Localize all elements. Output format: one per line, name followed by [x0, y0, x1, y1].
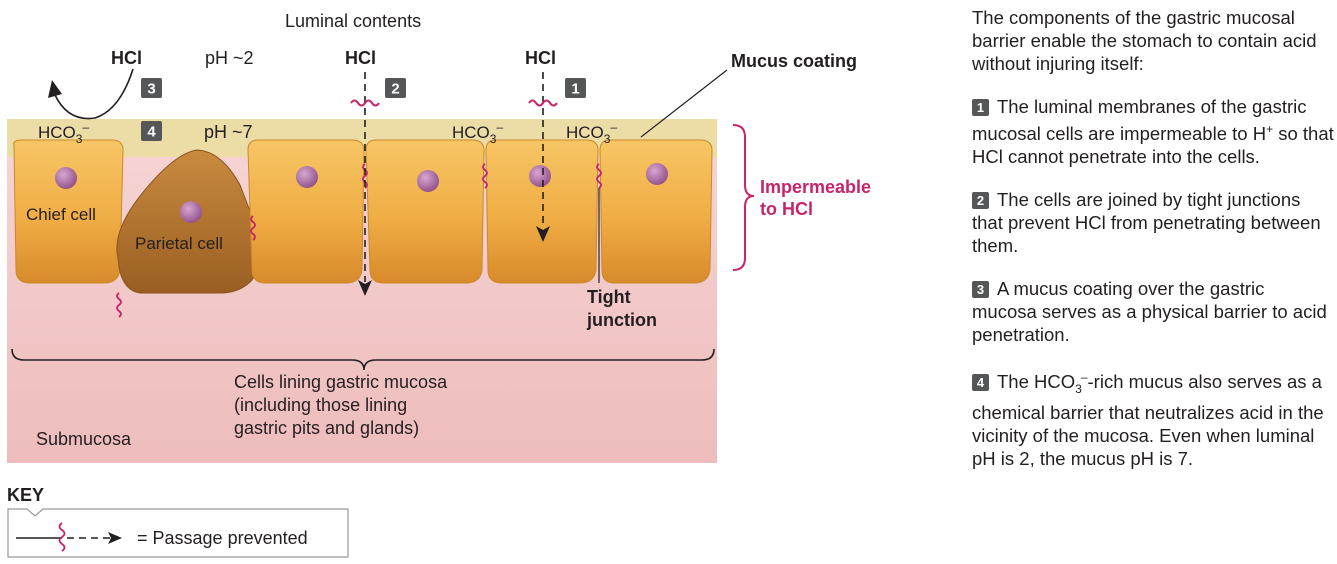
impermeable-brace: [732, 124, 755, 271]
cells-lining-label: Cells lining gastric mucosa: [234, 372, 448, 392]
svg-text:4: 4: [147, 124, 156, 141]
epithelial-cells: [13, 139, 713, 294]
svg-text:3: 3: [147, 81, 155, 98]
cell-shape-4: [365, 139, 485, 284]
item-badge-4: 4: [972, 374, 989, 392]
ph-mucus-label: pH ~7: [204, 122, 253, 142]
nucleus: [180, 201, 202, 223]
badge-1: 1: [565, 78, 586, 98]
tight-junction-label: Tight: [587, 287, 631, 307]
submucosa-label: Submucosa: [36, 429, 132, 449]
chief-cell-label: Chief cell: [26, 205, 96, 224]
tight-junction-mark: [250, 215, 256, 241]
impermeable-label: Impermeable: [760, 177, 871, 197]
tight-junction-label-line2: junction: [586, 310, 657, 330]
tight-junction-mark: [116, 292, 122, 318]
badge-3: 3: [141, 78, 162, 98]
impermeable-label-line2: to HCl: [760, 199, 813, 219]
hco3-label-middle: HCO3–: [452, 120, 503, 146]
key-box: [7, 508, 349, 558]
hcl-label-right: HCl: [525, 48, 556, 68]
hcl-label-middle: HCl: [345, 48, 376, 68]
blocked-arrow-1: [528, 72, 558, 242]
mucus-pointer-line: [640, 69, 728, 138]
cell-shape-6: [599, 139, 713, 284]
tight-junction-mark: [596, 163, 602, 189]
item-badge-2: 2: [972, 192, 989, 210]
explanation-panel: The components of the gastric mucosal ba…: [972, 6, 1334, 490]
blocked-arrow-2: [350, 72, 380, 296]
cells-lining-brace: [11, 348, 715, 371]
parietal-cell-label: Parietal cell: [135, 234, 223, 253]
cell-shape-5: [485, 139, 599, 284]
item-badge-3: 3: [972, 281, 989, 299]
nucleus: [529, 165, 551, 187]
item-badge-1: 1: [972, 99, 989, 116]
key-passage-prevented: = Passage prevented: [137, 528, 308, 548]
key-title: KEY: [7, 485, 44, 505]
badge-4: 4: [141, 121, 162, 141]
svg-text:1: 1: [571, 81, 579, 98]
tight-junction-mark: [362, 163, 368, 189]
hco3-label-left: HCO3–: [38, 120, 89, 146]
ph-lumen-label: pH ~2: [205, 48, 254, 68]
badge-2: 2: [385, 78, 406, 98]
cells-lining-label-line2: (including those lining: [234, 395, 407, 415]
nucleus: [55, 167, 77, 189]
cells-lining-label-line3: gastric pits and glands): [234, 418, 419, 438]
nucleus: [296, 166, 318, 188]
panel-intro: The components of the gastric mucosal ba…: [972, 7, 1317, 74]
nucleus: [417, 170, 439, 192]
hcl-label-left: HCl: [111, 48, 142, 68]
deflected-arrow: [48, 68, 134, 120]
tight-junctions: [116, 163, 602, 318]
nucleus: [646, 163, 668, 185]
nuclei: [55, 163, 668, 223]
gastric-barrier-diagram: 3 2 1 4 Luminal contents HCl pH ~2 HCl H…: [7, 11, 871, 558]
svg-text:2: 2: [391, 81, 399, 98]
tight-junction-mark: [482, 163, 488, 189]
luminal-contents-label: Luminal contents: [285, 11, 421, 31]
cell-shape-3: [247, 139, 365, 284]
mucus-coating-label: Mucus coating: [731, 51, 857, 71]
hco3-label-right: HCO3–: [566, 120, 617, 146]
